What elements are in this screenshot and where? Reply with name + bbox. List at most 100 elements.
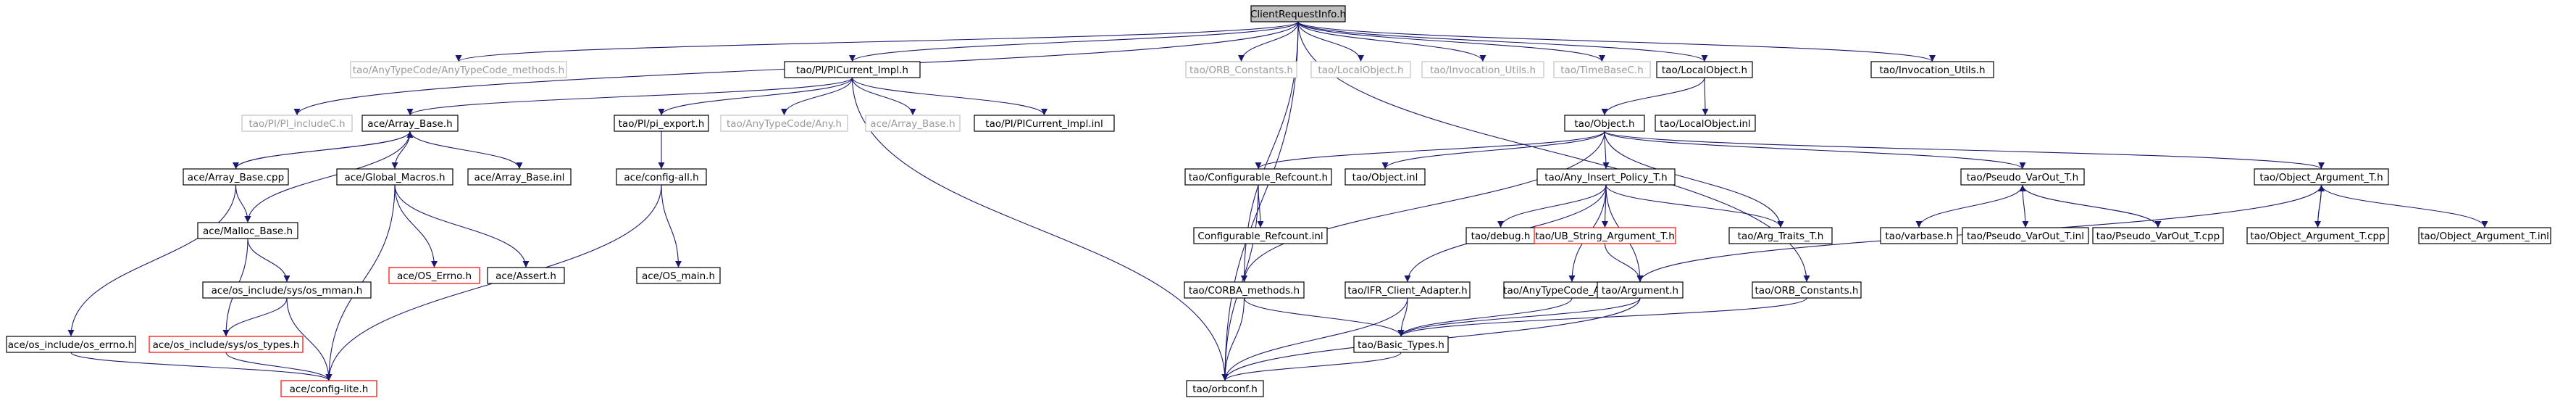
node-pseudo-varout-h[interactable]: tao/Pseudo_VarOut_T.h — [1960, 168, 2085, 186]
node-pseudo-varout-cpp[interactable]: tao/Pseudo_VarOut_T.cpp — [2092, 227, 2224, 244]
node-label: ace/OS_Errno.h — [397, 270, 472, 282]
node-orb-constants[interactable]: tao/ORB_Constants.h — [1752, 281, 1862, 299]
node-array-base-ext[interactable]: ace/Array_Base.h — [865, 115, 961, 132]
node-label: tao/ORB_Constants.h — [1755, 285, 1859, 297]
edge-root-to-orbconf — [1221, 21, 1299, 381]
node-localobject-h[interactable]: tao/LocalObject.h — [1656, 61, 1753, 78]
node-object-argument-inl[interactable]: tao/Object_Argument_T.inl — [2418, 227, 2551, 244]
node-root[interactable]: ClientRequestInfo.h — [1250, 5, 1346, 22]
node-label: tao/PI/PICurrent_Impl.h — [796, 65, 908, 76]
node-invocation-utils[interactable]: tao/Invocation_Utils.h — [1870, 61, 1994, 78]
node-basic-types[interactable]: tao/Basic_Types.h — [1353, 336, 1449, 353]
node-ub-string-argument[interactable]: tao/UB_String_Argument_T.h — [1534, 227, 1676, 244]
node-label: tao/Object_Argument_T.h — [2259, 172, 2383, 183]
node-box — [616, 168, 707, 186]
node-os-main[interactable]: ace/OS_main.h — [636, 267, 721, 284]
node-label: tao/IFR_Client_Adapter.h — [1347, 285, 1467, 297]
node-pseudo-varout-inl[interactable]: tao/Pseudo_VarOut_T.inl — [1962, 227, 2089, 244]
edge-picurrent_impl-to-array_base_h — [406, 77, 853, 116]
node-label: tao/UB_String_Argument_T.h — [1535, 231, 1675, 242]
edge-picurrent_impl-to-picurrent_impl_inl — [851, 77, 1047, 116]
node-os-types[interactable]: ace/os_include/sys/os_types.h — [149, 336, 304, 353]
node-box — [1186, 380, 1264, 397]
node-label: tao/Invocation_Utils.h — [1879, 65, 1985, 76]
edge-basic_types-to-orbconf — [1221, 352, 1402, 381]
node-global-macros[interactable]: ace/Global_Macros.h — [336, 168, 453, 186]
node-assert-h[interactable]: ace/Assert.h — [487, 267, 565, 284]
node-box — [1880, 227, 1958, 244]
node-label: tao/Configurable_Refcount.h — [1189, 172, 1328, 183]
node-ifr-client-adapter[interactable]: tao/IFR_Client_Adapter.h — [1345, 281, 1471, 299]
node-any-insert-policy[interactable]: tao/Any_Insert_Policy_T.h — [1536, 168, 1676, 186]
node-os-errno-inc[interactable]: ace/os_include/os_errno.h — [6, 336, 136, 353]
node-box — [1752, 281, 1862, 299]
node-label: ace/Global_Macros.h — [344, 172, 445, 183]
node-box — [2246, 227, 2389, 244]
node-box — [974, 115, 1115, 132]
node-pi-export[interactable]: tao/PI/pi_export.h — [614, 115, 709, 132]
node-box — [241, 115, 353, 132]
node-box — [1564, 115, 1645, 132]
node-label: ace/os_include/sys/os_types.h — [153, 339, 300, 351]
node-object-h[interactable]: tao/Object.h — [1564, 115, 1645, 132]
node-debug-h[interactable]: tao/debug.h — [1465, 227, 1536, 244]
node-picurrent-impl[interactable]: tao/PI/PICurrent_Impl.h — [784, 61, 921, 78]
node-pi-includec[interactable]: tao/PI/PI_includeC.h — [241, 115, 353, 132]
edge-root-to-anytypecode_methods — [455, 21, 1299, 62]
node-config-lite[interactable]: ace/config-lite.h — [280, 380, 377, 397]
edge-global_macros-to-os_errno_h — [394, 184, 438, 268]
node-corba-methods[interactable]: tao/CORBA_methods.h — [1184, 281, 1305, 299]
node-label: ClientRequestInfo.h — [1250, 9, 1346, 20]
node-configurable-refcount[interactable]: tao/Configurable_Refcount.h — [1184, 168, 1332, 186]
node-config-all[interactable]: ace/config-all.h — [616, 168, 707, 186]
node-object-argument-h[interactable]: tao/Object_Argument_T.h — [2254, 168, 2389, 186]
edge-global_macros-to-assert_h — [394, 184, 530, 268]
node-object-argument-cpp[interactable]: tao/Object_Argument_T.cpp — [2246, 227, 2389, 244]
edge-localobject_h-to-object_h — [1601, 77, 1705, 116]
node-box — [1960, 168, 2085, 186]
node-label: tao/Pseudo_VarOut_T.h — [1967, 172, 2078, 183]
node-box — [1553, 61, 1651, 78]
edge-object_h-to-pseudo_varout_h — [1604, 130, 2026, 170]
node-timebasec[interactable]: tao/TimeBaseC.h — [1553, 61, 1651, 78]
node-box — [1962, 227, 2089, 244]
file-nodes: ClientRequestInfo.h tao/AnyTypeCode/AnyTy… — [6, 5, 2551, 397]
edge-ifr_client_adapter-to-orbconf — [1221, 297, 1408, 381]
node-os-mman[interactable]: ace/os_include/sys/os_mman.h — [202, 281, 372, 299]
edge-object_h-to-corba_methods — [1241, 130, 1605, 283]
node-orb-constants-ext[interactable]: tao/ORB_Constants.h — [1185, 61, 1297, 78]
node-object-inl[interactable]: tao/Object.inl — [1345, 168, 1426, 186]
node-os-errno-h[interactable]: ace/OS_Errno.h — [388, 267, 480, 284]
node-label: tao/PI/PICurrent_Impl.inl — [985, 118, 1103, 130]
node-argument-h[interactable]: tao/Argument.h — [1597, 281, 1684, 299]
edge-array_base_h-to-global_macros — [391, 130, 411, 170]
node-varbase[interactable]: tao/varbase.h — [1880, 227, 1958, 244]
edge-picurrent_impl-to-orbconf — [851, 77, 1229, 381]
node-configurable-refcount-inl[interactable]: Configurable_Refcount.inl — [1193, 227, 1328, 244]
node-box — [1345, 281, 1471, 299]
node-localobject-h-ext[interactable]: tao/LocalObject.h — [1310, 61, 1411, 78]
node-box — [865, 115, 961, 132]
node-orbconf[interactable]: tao/orbconf.h — [1186, 380, 1264, 397]
node-box — [361, 115, 459, 132]
node-anytypecode-any[interactable]: tao/AnyTypeCode/Any.h — [720, 115, 848, 132]
node-array-base-inl[interactable]: ace/Array_Base.inl — [467, 168, 572, 186]
node-arg-traits[interactable]: tao/Arg_Traits_T.h — [1728, 227, 1833, 244]
edge-os_mman-to-os_types — [222, 297, 288, 337]
node-box — [388, 267, 480, 284]
node-localobject-inl[interactable]: tao/LocalObject.inl — [1655, 115, 1756, 132]
node-malloc-base[interactable]: ace/Malloc_Base.h — [197, 222, 298, 239]
edge-picurrent_impl-to-anytypecode_any — [781, 77, 853, 116]
node-array-base-h[interactable]: ace/Array_Base.h — [361, 115, 459, 132]
node-invocation-utils-ext[interactable]: tao/Invocation_Utils.h — [1421, 61, 1544, 78]
node-picurrent-impl-inl[interactable]: tao/PI/PICurrent_Impl.inl — [974, 115, 1115, 132]
edge-root-to-timebasec — [1297, 21, 1605, 62]
node-box — [202, 281, 372, 299]
node-array-base-cpp[interactable]: ace/Array_Base.cpp — [183, 168, 289, 186]
node-label: tao/LocalObject.h — [1318, 65, 1403, 76]
node-label: ace/os_include/os_errno.h — [8, 339, 134, 351]
node-label: tao/LocalObject.inl — [1660, 118, 1751, 130]
node-label: tao/AnyTypeCode/Any.h — [727, 118, 842, 130]
node-anytypecode-methods[interactable]: tao/AnyTypeCode/AnyTypeCode_methods.h — [350, 61, 567, 78]
node-box — [1534, 227, 1676, 244]
